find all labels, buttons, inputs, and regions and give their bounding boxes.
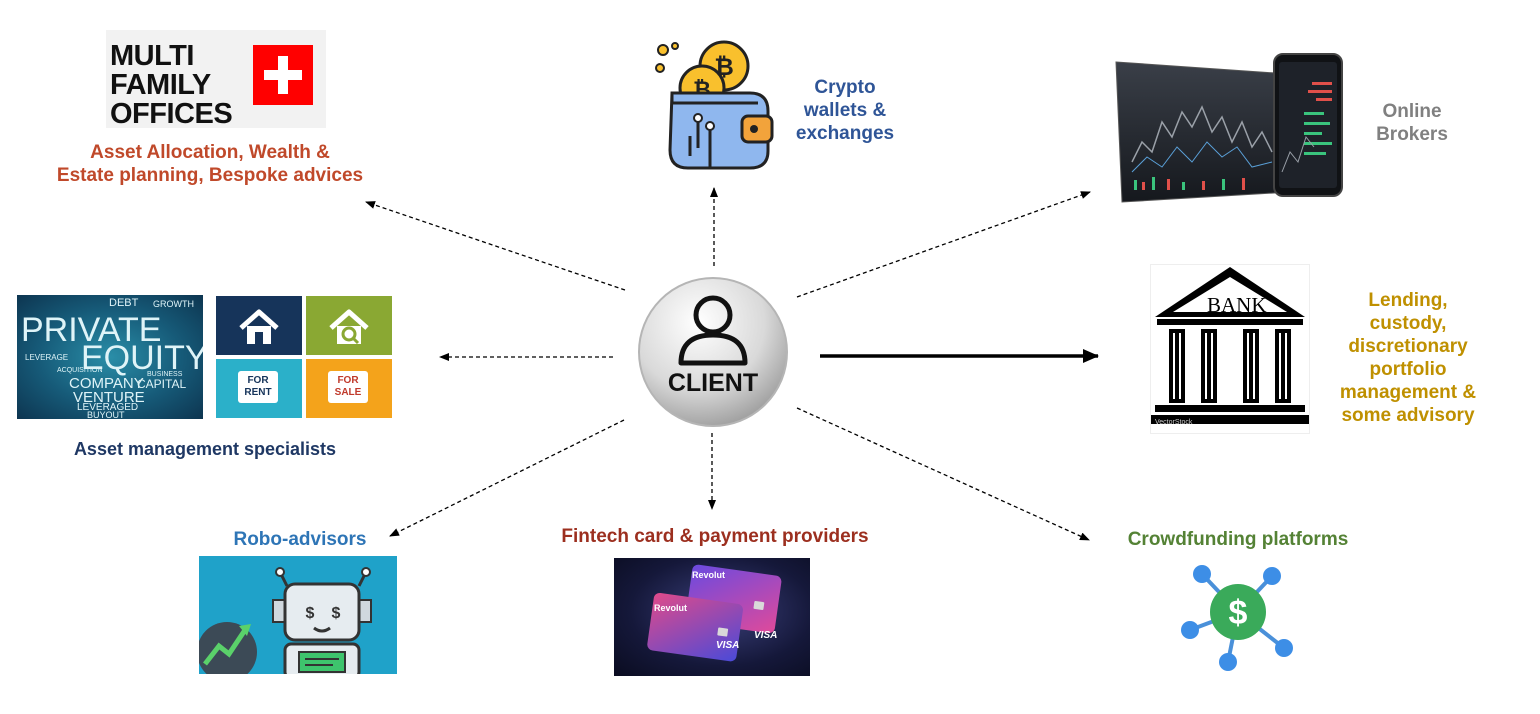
crypto-caption: Crypto wallets & exchanges	[770, 76, 920, 145]
private-equity-word-cloud: PRIVATE EQUITY COMPANY VENTURE LEVERAGED…	[17, 295, 203, 419]
bank-caption-line-5: management &	[1339, 382, 1477, 403]
card-network-front: VISA	[716, 640, 740, 651]
real-estate-tiles: FOR RENT FOR SALE	[216, 296, 392, 418]
online-brokers-caption-line-1: Online	[1382, 101, 1442, 122]
crowdfunding-caption: Crowdfunding platforms	[1127, 529, 1349, 550]
multi-family-offices-logo-text: MULTI FAMILY OFFICES	[110, 40, 233, 130]
pe-word-debt: DEBT	[109, 297, 139, 309]
bank-caption-line-4: portfolio	[1369, 359, 1447, 380]
bank-caption: Lending, custody, discretionary portfoli…	[1320, 289, 1496, 427]
pe-word-buyout: BUYOUT	[87, 410, 125, 419]
payment-cards-image: Revolut Revolut VISA VISA	[614, 558, 810, 676]
client-label: CLIENT	[667, 369, 759, 397]
pe-word-growth: GROWTH	[153, 299, 194, 309]
robo-advisors-caption: Robo-advisors	[233, 529, 367, 550]
tile-for-sale: FOR SALE	[306, 359, 392, 418]
svg-text:$: $	[1229, 594, 1248, 632]
crypto-caption-line-3: exchanges	[795, 123, 895, 144]
bank-caption-line-6: some advisory	[1341, 405, 1475, 426]
arrow-to-multi-family-offices	[365, 201, 626, 291]
online-brokers-caption-line-2: Brokers	[1376, 124, 1448, 145]
crowdfunding-network-icon: $	[1181, 565, 1293, 671]
crypto-wallet-icon: ₿ ₿	[655, 40, 774, 170]
arrow-to-crowdfunding	[796, 407, 1090, 541]
bank-icon-box: BANK VectorStock	[1150, 264, 1310, 434]
bank-watermark: VectorStock	[1155, 419, 1193, 426]
arrow-to-online-brokers	[796, 191, 1091, 298]
crypto-caption-line-2: wallets &	[803, 100, 887, 121]
tile-home	[216, 296, 302, 355]
svg-text:$: $	[332, 605, 341, 622]
bank-caption-line-2: custody,	[1369, 313, 1447, 334]
pe-word-capital: CAPITAL	[137, 377, 187, 391]
asset-management-caption: Asset management specialists	[73, 439, 337, 459]
house-icon	[239, 309, 279, 344]
multi-family-offices-logo: MULTI FAMILY OFFICES	[106, 30, 326, 130]
card-brand-front: Revolut	[654, 603, 688, 613]
pe-word-leverage: LEVERAGE	[25, 353, 69, 362]
robot-advisor-image: $ $	[199, 556, 397, 674]
tile-for-rent: FOR RENT	[216, 359, 302, 418]
pe-word-leveraged: LEVERAGED	[77, 402, 139, 413]
pe-word-business: BUSINESS	[147, 371, 183, 378]
bank-sign-text: BANK	[1207, 293, 1267, 317]
multi-family-offices-caption: Asset Allocation, Wealth & Estate planni…	[20, 141, 400, 187]
pe-word-acquisition: ACQUISITION	[57, 367, 103, 374]
pe-word-equity: EQUITY	[81, 339, 203, 377]
swiss-flag-icon	[253, 45, 313, 105]
person-icon	[678, 295, 748, 366]
pe-word-venture: VENTURE	[73, 389, 145, 406]
mfo-caption-line-2: Estate planning, Bespoke advices	[56, 165, 364, 186]
trading-platform-image	[1115, 53, 1343, 203]
for-rent-sign: FOR RENT	[238, 371, 278, 403]
tile-search-home	[306, 296, 392, 355]
bank-building-icon	[1151, 267, 1309, 424]
bank-caption-line-1: Lending,	[1368, 290, 1448, 311]
pe-word-private: PRIVATE	[21, 311, 162, 349]
for-sale-sign: FOR SALE	[328, 371, 368, 403]
mfo-caption-line-1: Asset Allocation, Wealth &	[90, 142, 330, 163]
bank-caption-line-3: discretionary	[1348, 336, 1468, 357]
svg-text:$: $	[306, 605, 315, 622]
crypto-caption-line-1: Crypto	[814, 77, 876, 98]
pe-word-company: COMPANY	[69, 375, 144, 392]
client-circle	[638, 277, 788, 427]
revolut-cards-icon	[647, 564, 782, 662]
card-brand-back: Revolut	[692, 570, 726, 580]
house-search-icon	[329, 309, 369, 345]
card-network-back: VISA	[754, 630, 778, 641]
fintech-cards-caption: Fintech card & payment providers	[561, 526, 869, 547]
client-node: CLIENT	[636, 275, 790, 429]
online-brokers-caption: Online Brokers	[1352, 100, 1472, 146]
arrow-to-robo-advisors	[389, 419, 625, 537]
